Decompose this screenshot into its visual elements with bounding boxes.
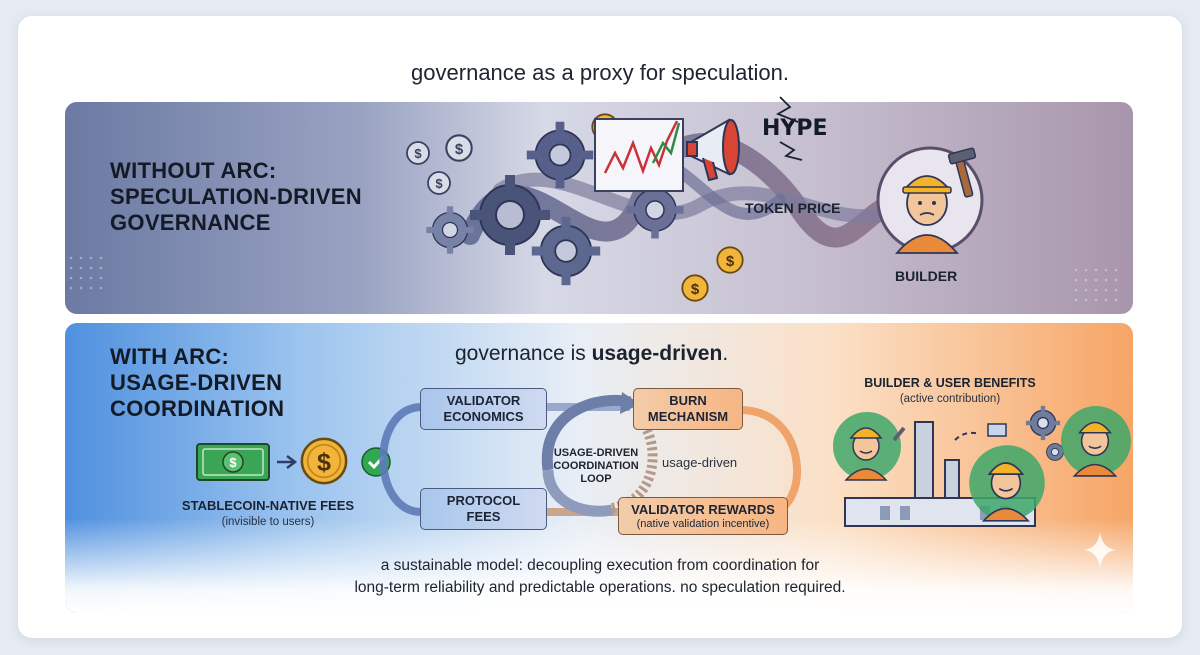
svg-text:$: $	[414, 146, 422, 161]
box-label: PROTOCOL	[446, 493, 521, 508]
loop-label: USAGE-DRIVEN COORDINATION LOOP	[548, 447, 644, 486]
svg-text:$: $	[317, 449, 331, 477]
footer-line: a sustainable model: decoupling executio…	[380, 557, 820, 574]
box-sublabel: (native validation incentive)	[636, 517, 770, 530]
stablecoin-label: STABLECOIN-NATIVE FEES	[181, 498, 355, 513]
worker-avatar	[969, 445, 1045, 522]
loop-label-line: USAGE-DRIVEN	[553, 447, 639, 459]
coin-icon: $	[445, 134, 473, 162]
box-label: VALIDATOR	[446, 393, 521, 408]
worker-avatar	[833, 412, 906, 481]
svg-text:$: $	[229, 455, 237, 470]
dot-texture-left	[69, 256, 103, 290]
coin-icon: $	[716, 246, 744, 274]
usage-panel-title: WITH ARC: USAGE-DRIVEN COORDINATION	[110, 344, 284, 422]
gear-icon	[531, 216, 601, 286]
gear-icon	[1025, 405, 1061, 441]
svg-text:$: $	[691, 281, 700, 298]
gear-icon	[426, 206, 474, 254]
sparkle-icon	[1084, 532, 1116, 568]
gear-icon	[526, 121, 594, 189]
title-line: WITHOUT ARC:	[110, 158, 277, 183]
gear-icon	[1046, 443, 1064, 461]
lightning-icon	[775, 96, 803, 161]
box-label: MECHANISM	[647, 409, 729, 424]
coin-icon: $	[427, 171, 451, 195]
coin-icon: $	[300, 437, 348, 485]
arrow-right-icon	[277, 455, 298, 469]
coin-icon: $	[406, 141, 430, 165]
svg-text:$: $	[455, 141, 464, 158]
tagline-prefix: governance is	[455, 342, 592, 365]
dot-texture-right	[1074, 268, 1118, 302]
box-label: FEES	[466, 509, 501, 524]
title-line: WITH ARC:	[110, 344, 230, 369]
title-line: COORDINATION	[110, 396, 285, 421]
footer-line: long-term reliability and predictable op…	[354, 579, 846, 596]
page-title: governance as a proxy for speculation.	[411, 60, 789, 85]
loop-label-line: LOOP	[580, 473, 612, 485]
benefits-label: BUILDER & USER BENEFITS	[864, 376, 1036, 390]
title-line: SPECULATION-DRIVEN	[110, 184, 362, 209]
worker-avatar	[1061, 406, 1131, 477]
megaphone-icon	[686, 118, 740, 182]
box-label: VALIDATOR REWARDS	[631, 501, 775, 517]
box-label: BURN	[669, 393, 707, 408]
gear-icon	[470, 175, 550, 255]
coin-icon: $	[681, 274, 709, 302]
usage-tagline: governance is usage-driven.	[455, 342, 728, 366]
token-price-label: TOKEN PRICE	[745, 200, 841, 216]
cash-icon: $	[196, 443, 270, 481]
title-line: USAGE-DRIVEN	[110, 370, 283, 395]
builder-avatar	[876, 146, 984, 254]
speculation-panel-title: WITHOUT ARC: SPECULATION-DRIVEN GOVERNAN…	[110, 158, 362, 236]
loop-side-label: usage-driven	[662, 455, 738, 470]
box-label: ECONOMICS	[443, 409, 524, 424]
stablecoin-sublabel: (invisible to users)	[221, 516, 315, 528]
title-line: GOVERNANCE	[110, 210, 271, 235]
loop-label-line: COORDINATION	[553, 460, 639, 472]
price-chart-icon	[594, 118, 684, 192]
svg-text:$: $	[726, 253, 735, 270]
usage-panel	[65, 323, 1133, 613]
benefits-sublabel: (active contribution)	[899, 393, 1001, 405]
builder-label: BUILDER	[895, 268, 958, 284]
tagline-emphasis: usage-driven	[591, 342, 723, 365]
svg-text:$: $	[435, 176, 443, 191]
validator-rewards-box: VALIDATOR REWARDS(native validation ince…	[618, 497, 788, 535]
footer-text: a sustainable model: decoupling executio…	[0, 555, 1200, 599]
tagline-suffix: .	[722, 342, 729, 365]
